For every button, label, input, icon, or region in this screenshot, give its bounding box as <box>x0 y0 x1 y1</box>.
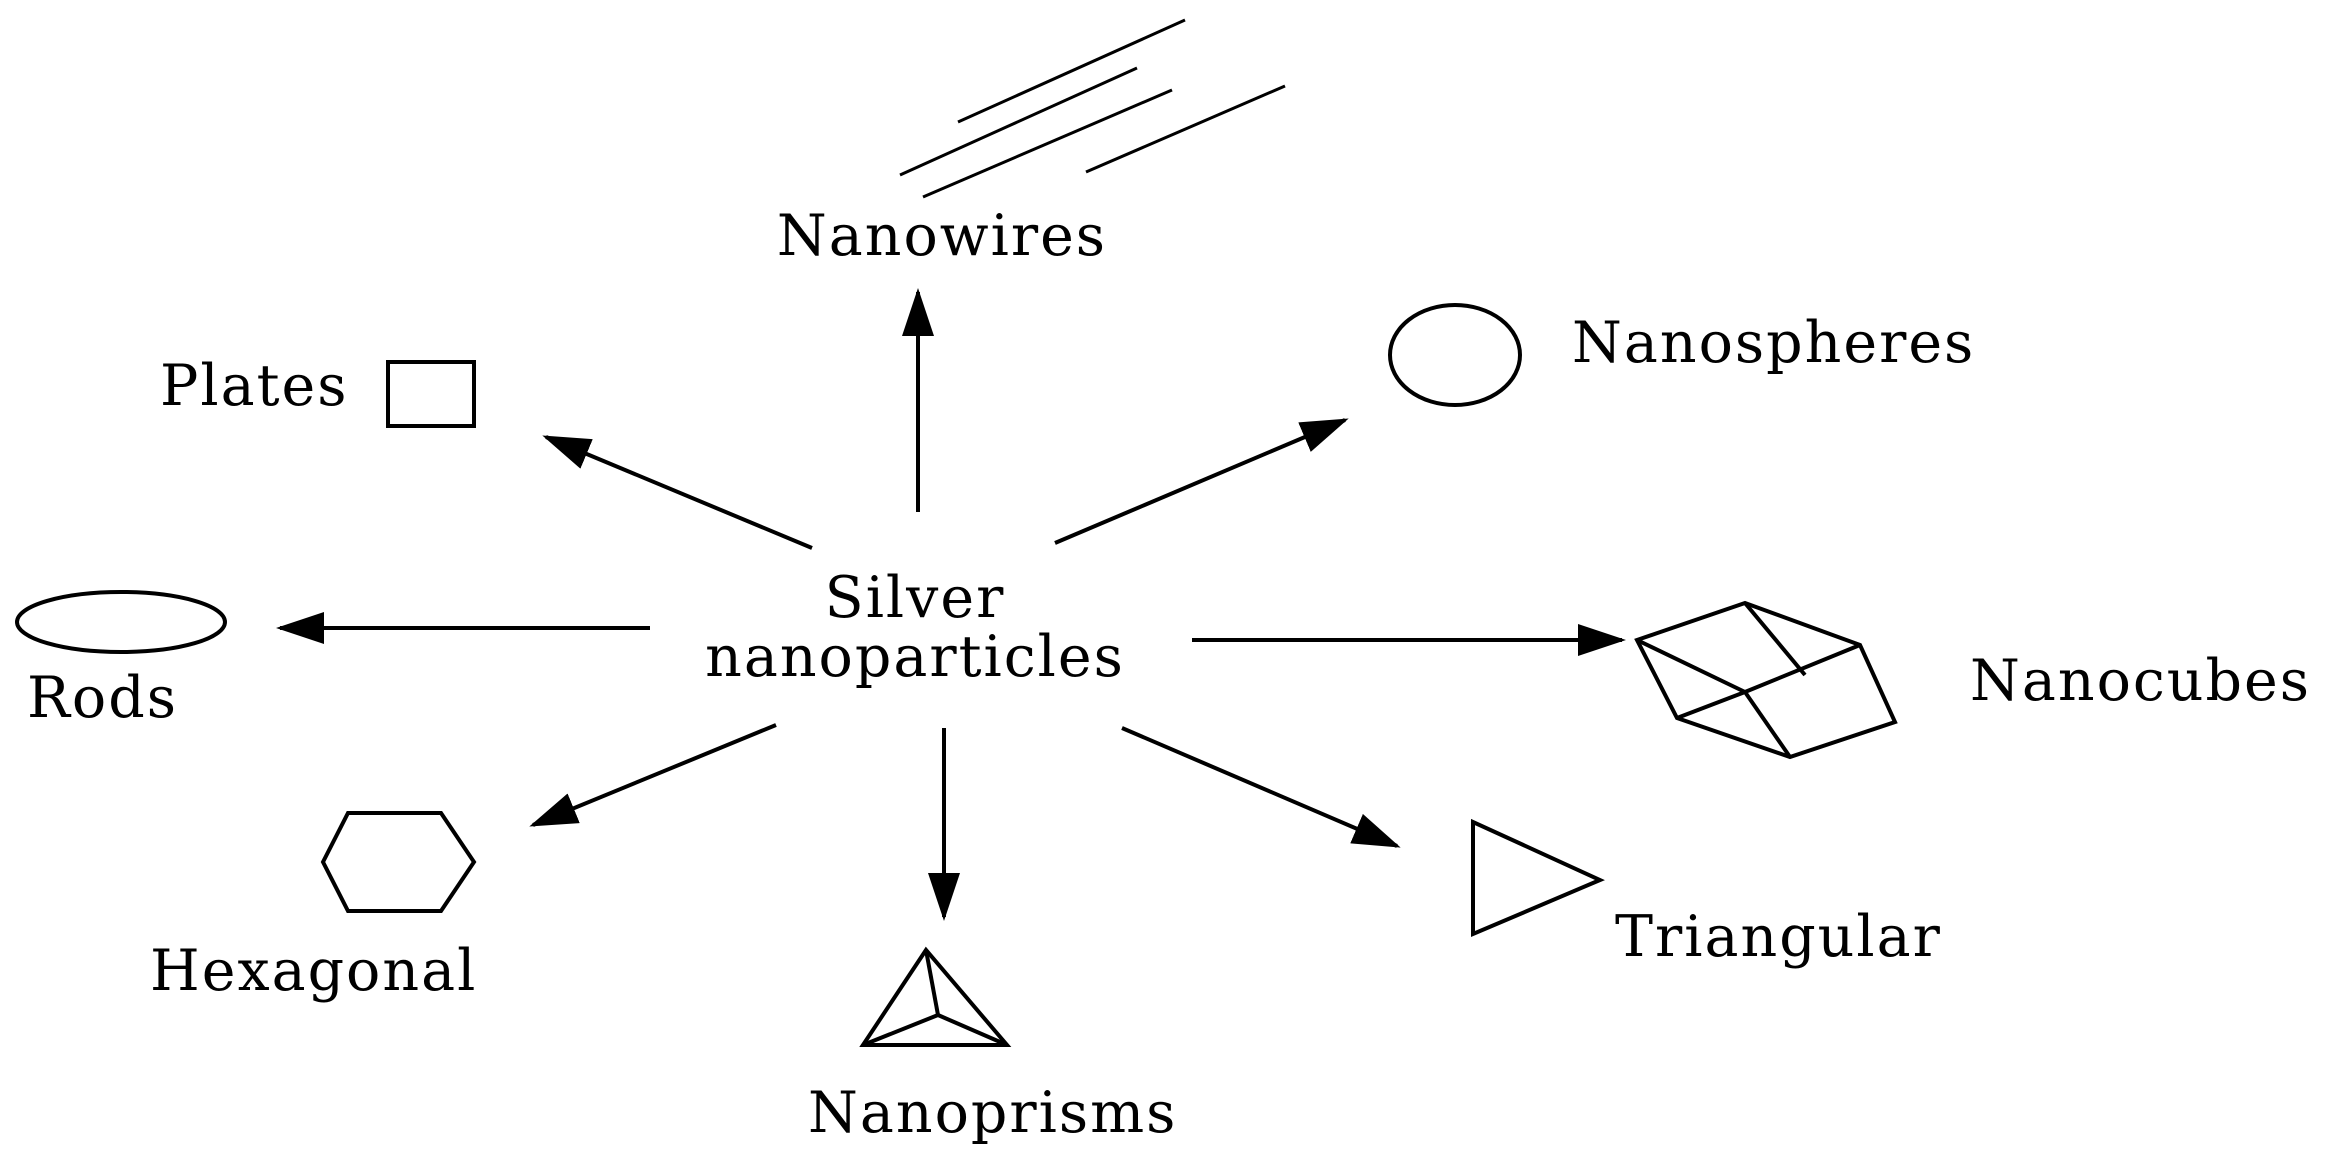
nanospheres-label: Nanospheres <box>1572 310 1975 376</box>
nanocube-icon <box>1634 600 1898 760</box>
hexagon-icon <box>320 811 477 913</box>
arrow-to-hexagonal <box>529 723 777 827</box>
nanosphere-circle-icon <box>1388 303 1522 407</box>
rod-ellipse-icon <box>15 590 227 654</box>
arrow-to-plates <box>542 435 813 550</box>
center-label-line2: nanoparticles <box>705 624 1125 690</box>
nanocubes-label: Nanocubes <box>1970 648 2311 714</box>
rods-label: Rods <box>27 665 178 731</box>
nanoprisms-label: Nanoprisms <box>808 1080 1177 1146</box>
triangular-label: Triangular <box>1615 904 1942 970</box>
center-label-line1: Silver <box>825 565 1006 631</box>
nanowires-icon <box>899 18 1286 199</box>
nanoprism-icon <box>859 946 1012 1047</box>
arrow-to-nanospheres <box>1054 418 1349 545</box>
nanowires-label: Nanowires <box>777 203 1107 269</box>
triangle-icon <box>1471 818 1605 938</box>
plate-square-icon <box>386 360 476 428</box>
arrow-to-triangular <box>1121 726 1401 848</box>
plates-label: Plates <box>160 353 348 419</box>
hexagonal-label: Hexagonal <box>150 938 477 1004</box>
